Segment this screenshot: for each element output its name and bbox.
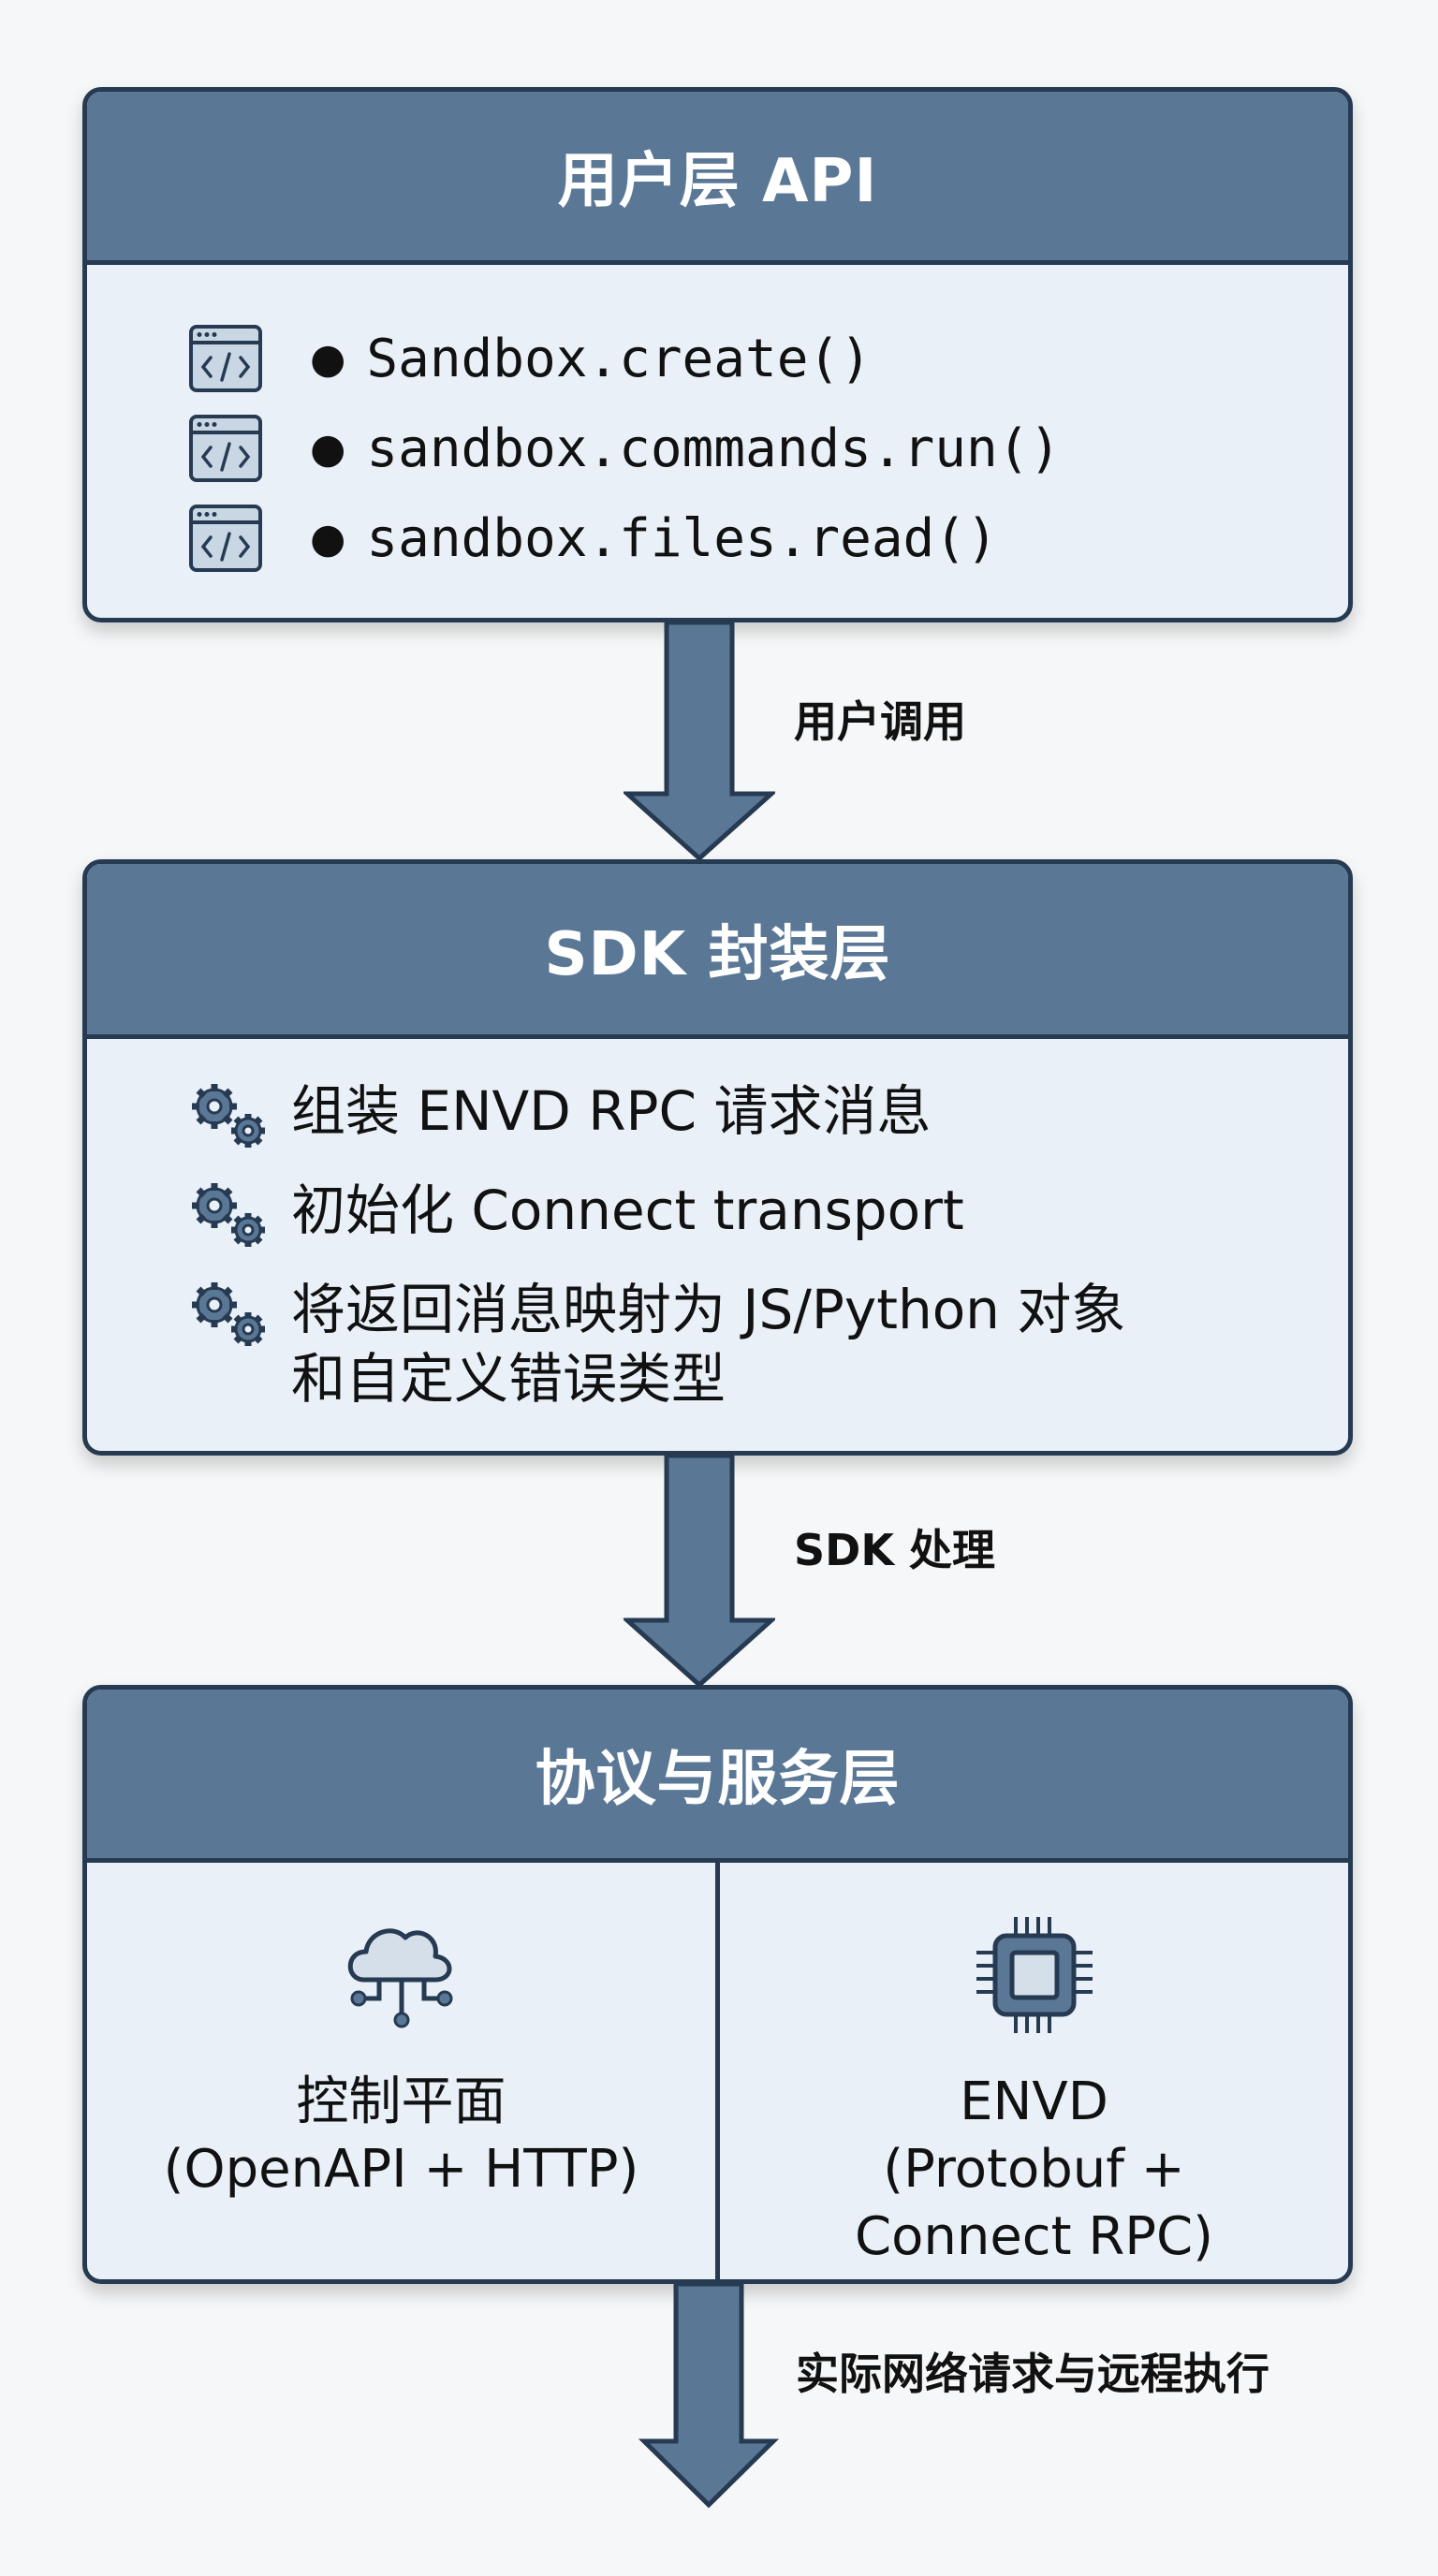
column-subtitle-continued: Connect RPC): [855, 2206, 1213, 2267]
sdk-task-text: 将返回消息映射为 JS/Python 对象: [291, 1278, 1126, 1341]
gears-icon: [192, 1183, 265, 1247]
list-item: 初始化 Connect transport: [188, 1176, 1348, 1252]
api-call-text: sandbox.commands.run(): [366, 417, 1062, 479]
sdk-task-text: 初始化 Connect transport: [291, 1178, 964, 1242]
code-window-icon: [189, 505, 262, 572]
bullet: ●: [310, 514, 346, 563]
down-arrow-icon: [638, 2284, 780, 2509]
gears-icon: [192, 1084, 265, 1148]
sdk-task-text: 组装 ENVD RPC 请求消息: [291, 1079, 932, 1143]
sdk-task-list: 组装 ENVD RPC 请求消息 初始化 Connect transport: [87, 1039, 1348, 1413]
layer-title: SDK 封装层: [87, 864, 1348, 1039]
control-plane-column: 控制平面 (OpenAPI + HTTP): [87, 1863, 720, 2279]
arrow-label: 用户调用: [794, 696, 966, 747]
arrow-label: SDK 处理: [794, 1525, 995, 1575]
envd-column: ENVD (Protobuf + Connect RPC): [720, 1863, 1348, 2279]
sdk-task-text-block: 将返回消息映射为 JS/Python 对象 和自定义错误类型: [291, 1275, 1125, 1413]
bullet: ●: [310, 334, 346, 383]
protocol-service-layer: 协议与服务层 控制平面 (OpenAPI + HTTP): [82, 1685, 1353, 2284]
column-title: ENVD: [960, 2071, 1108, 2132]
bullet: ●: [310, 424, 346, 473]
column-subtitle: (Protobuf +: [883, 2139, 1185, 2200]
list-item: ● sandbox.commands.run(): [188, 403, 1348, 493]
chip-icon: [976, 1917, 1093, 2033]
api-call-text: Sandbox.create(): [366, 328, 872, 389]
column-title: 控制平面: [296, 2071, 506, 2132]
cloud-network-icon: [347, 1928, 452, 2028]
code-window-icon: [189, 415, 262, 482]
user-api-layer: 用户层 API ● Sandbox.create() ● sandbox.com…: [82, 87, 1353, 622]
layer-title: 用户层 API: [87, 92, 1348, 265]
api-list: ● Sandbox.create() ● sandbox.commands.ru…: [87, 265, 1348, 583]
service-columns: 控制平面 (OpenAPI + HTTP) ENVD (Protobuf + C…: [87, 1863, 1348, 2279]
down-arrow-icon: [624, 622, 775, 861]
list-item: ● sandbox.files.read(): [188, 493, 1348, 583]
gears-icon: [192, 1282, 265, 1346]
code-window-icon: [189, 325, 262, 392]
list-item: 组装 ENVD RPC 请求消息: [188, 1076, 1348, 1153]
list-item: 将返回消息映射为 JS/Python 对象 和自定义错误类型: [188, 1275, 1348, 1413]
sdk-task-text-continued: 和自定义错误类型: [291, 1347, 726, 1411]
list-item: ● Sandbox.create(): [188, 314, 1348, 403]
arrow-label: 实际网络请求与远程执行: [796, 2349, 1269, 2399]
down-arrow-icon: [624, 1456, 775, 1688]
api-call-text: sandbox.files.read(): [366, 507, 998, 569]
column-subtitle: (OpenAPI + HTTP): [163, 2139, 639, 2200]
sdk-wrapper-layer: SDK 封装层 组装 ENVD RPC 请求消息: [82, 859, 1353, 1456]
layer-title: 协议与服务层: [87, 1690, 1348, 1863]
